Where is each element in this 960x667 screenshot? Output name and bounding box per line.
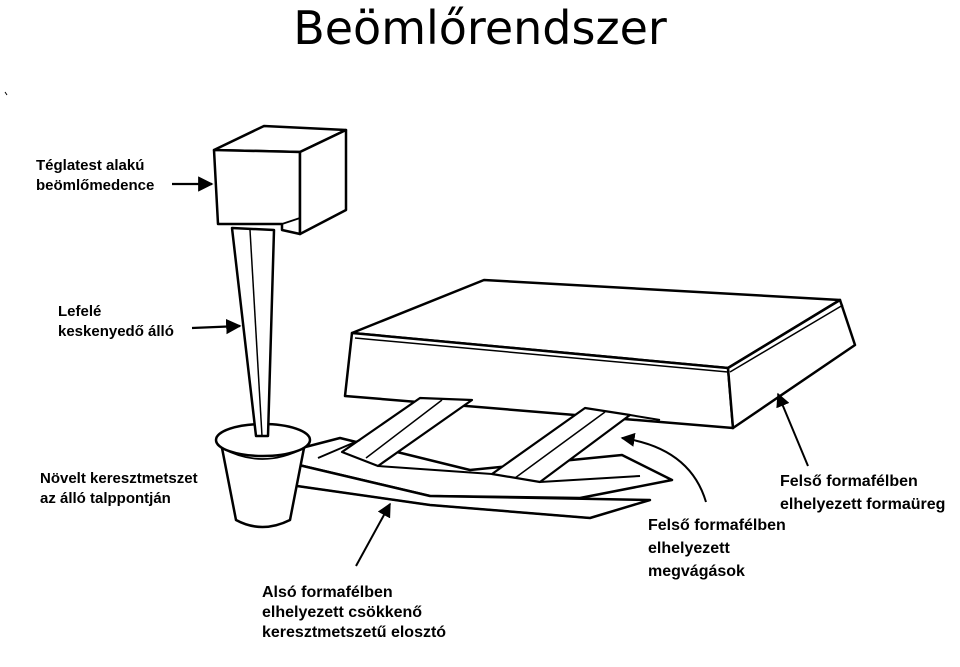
label-ingates-line-2: elhelyezett bbox=[648, 540, 730, 557]
pouring-basin-shape bbox=[212, 124, 348, 236]
label-sprue-base-line-1: Növelt keresztmetszet bbox=[40, 470, 198, 487]
ingate-left bbox=[340, 396, 474, 468]
label-mold-cavity-line-1: Felső formafélben bbox=[780, 473, 918, 490]
stray-mark bbox=[4, 91, 8, 96]
label-runner-line-2: elhelyezett csökkenő bbox=[262, 604, 422, 621]
label-sprue-line-2: keskenyedő álló bbox=[58, 323, 174, 340]
arrow-ingates bbox=[620, 432, 707, 503]
label-runner-line-3: keresztmetszetű elosztó bbox=[262, 624, 446, 641]
label-pouring-basin-line-1: Téglatest alakú bbox=[36, 157, 144, 174]
label-runner-line-1: Alsó formafélben bbox=[262, 584, 393, 601]
sprue-base-shape bbox=[214, 422, 312, 529]
label-ingates-line-1: Felső formafélben bbox=[648, 517, 786, 534]
slide-title: Beömlőrendszer bbox=[293, 1, 667, 55]
arrow-runner bbox=[355, 502, 391, 567]
label-pouring-basin-line-2: beömlőmedence bbox=[36, 177, 154, 194]
arrow-mold-cavity bbox=[776, 392, 809, 467]
mold-cavity-shape bbox=[343, 278, 857, 430]
sprue-shape bbox=[230, 226, 276, 438]
runner-connectors bbox=[317, 414, 661, 483]
label-mold-cavity-line-2: elhelyezett formaüreg bbox=[780, 496, 945, 513]
label-sprue-line-1: Lefelé bbox=[58, 303, 101, 320]
label-ingates-line-3: megvágások bbox=[648, 563, 745, 580]
label-sprue-base-line-2: az álló talppontján bbox=[40, 490, 171, 507]
arrow-sprue bbox=[191, 318, 242, 335]
